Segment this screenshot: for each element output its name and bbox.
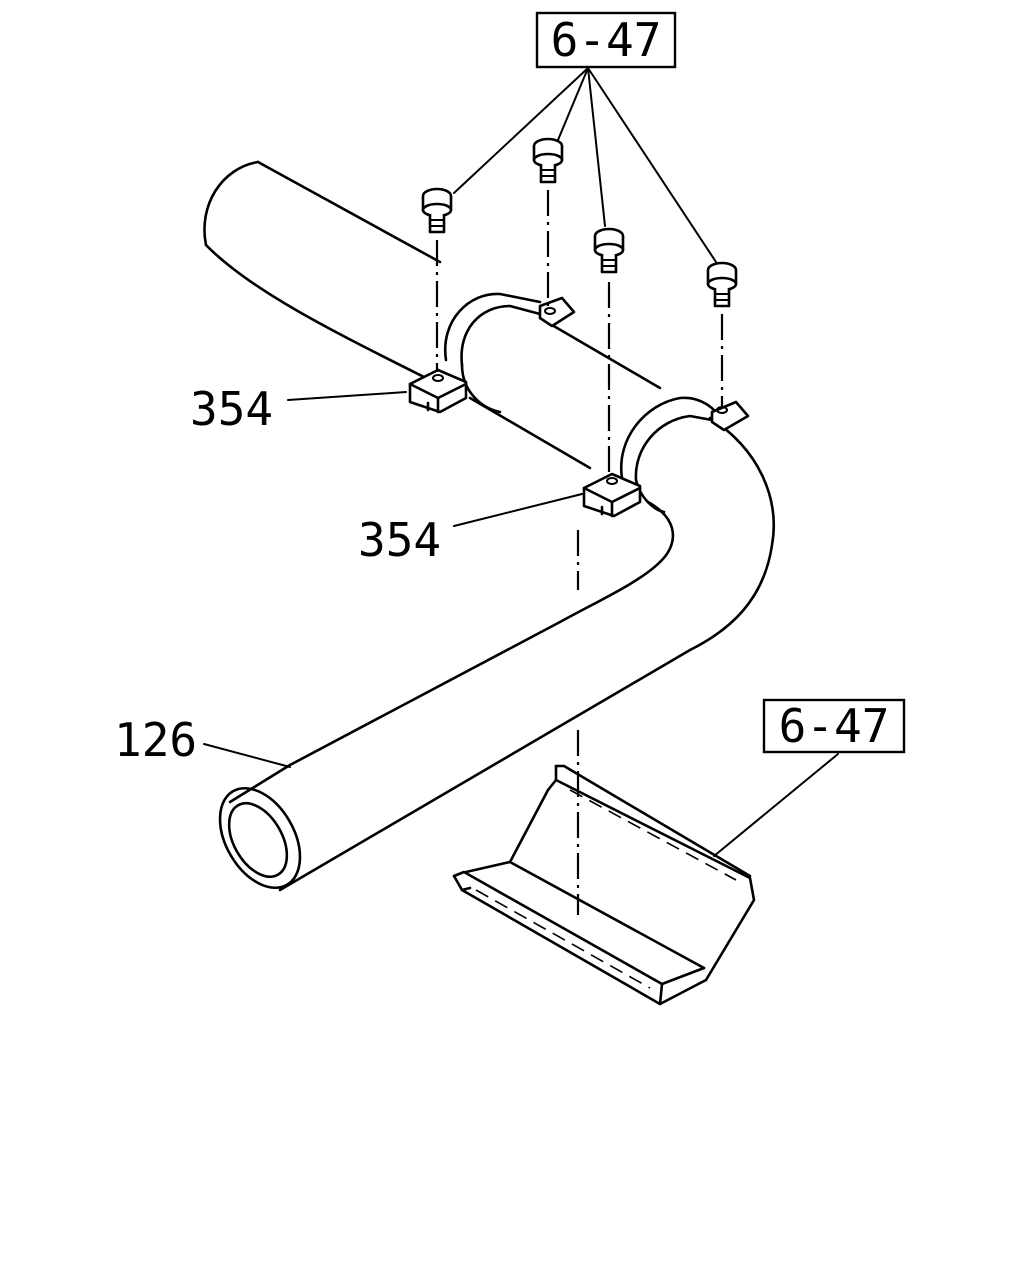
clamp-upper[interactable] — [408, 292, 576, 414]
reference-box-bottom[interactable]: 6-47 — [762, 698, 906, 754]
bolt-3[interactable] — [593, 227, 625, 274]
reference-box-top[interactable]: 6-47 — [535, 11, 677, 69]
callout-clamp-upper[interactable]: 354 — [190, 382, 407, 436]
support-bracket[interactable] — [452, 764, 756, 1006]
bolt-4[interactable] — [706, 261, 738, 308]
callout-label-clamp-upper: 354 — [190, 382, 273, 436]
pipe[interactable] — [203, 160, 775, 902]
callout-leader-clamp-lower — [453, 493, 583, 527]
assembly-lines — [435, 190, 724, 915]
clamp-lower[interactable] — [582, 396, 750, 518]
callout-leader-clamp-upper — [287, 391, 407, 401]
callout-label-pipe: 126 — [114, 713, 197, 767]
reference-label-bottom: 6-47 — [779, 699, 890, 753]
reference-leader-bottom — [713, 753, 839, 857]
callout-leader-pipe — [203, 743, 291, 768]
callout-label-clamp-lower: 354 — [358, 513, 441, 567]
callout-clamp-lower[interactable]: 354 — [358, 493, 583, 567]
bolt-2[interactable] — [532, 137, 564, 184]
callout-pipe[interactable]: 126 — [114, 713, 291, 768]
bolt-1[interactable] — [421, 187, 453, 234]
reference-leader-lines-top — [453, 67, 717, 263]
reference-label-top: 6-47 — [551, 13, 662, 67]
